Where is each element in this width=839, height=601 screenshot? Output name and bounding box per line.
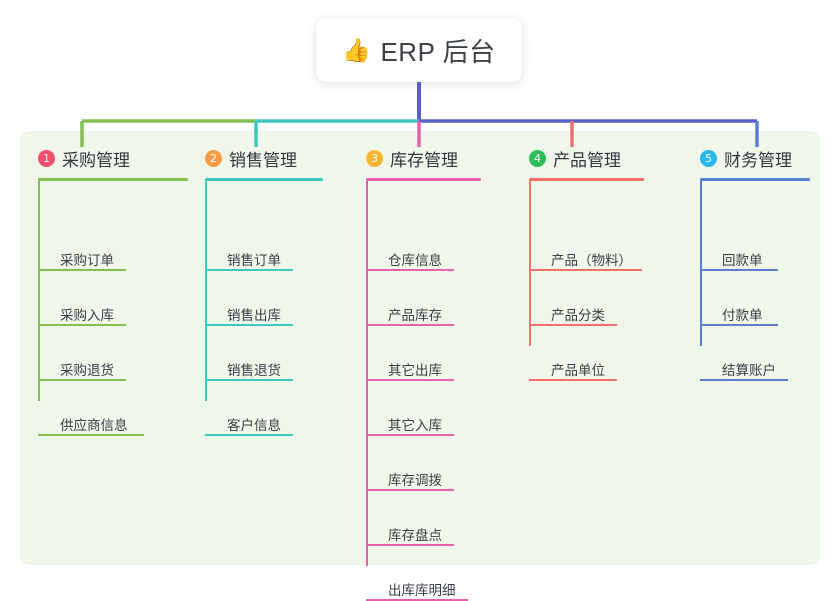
tree-leaf-underline	[700, 269, 778, 271]
tree-leaf-label: 其它出库	[366, 364, 442, 382]
column-underline	[529, 178, 644, 181]
column-underline	[366, 178, 481, 181]
tree-leaf-underline	[205, 269, 293, 271]
tree-leaf-underline	[38, 324, 126, 326]
tree-leaf-underline	[366, 324, 454, 326]
thumbs-up-icon: 👍	[342, 39, 371, 62]
tree-leaf-label: 销售退货	[205, 364, 281, 382]
tree-leaf-item[interactable]: 采购入库	[38, 292, 126, 326]
tree-leaf-item[interactable]: 采购退货	[38, 347, 126, 381]
tree-leaf-underline	[205, 434, 293, 436]
tree-leaf-item[interactable]: 付款单	[700, 292, 778, 326]
tree-leaf-label: 采购入库	[38, 309, 114, 327]
column-header-3[interactable]: 3 库存管理	[366, 146, 481, 170]
tree-leaf-item[interactable]: 供应商信息	[38, 402, 144, 436]
tree-leaf-item[interactable]: 产品单位	[529, 347, 617, 381]
column-underline	[38, 178, 188, 181]
tree-leaf-underline	[700, 379, 788, 381]
column-title: 库存管理	[390, 146, 458, 171]
tree-leaf-underline	[366, 434, 454, 436]
tree-leaf-label: 库存盘点	[366, 529, 442, 547]
tree-leaf-label: 采购订单	[38, 254, 114, 272]
column-title: 销售管理	[229, 146, 297, 171]
tree-leaf-label: 仓库信息	[366, 254, 442, 272]
tree-leaf-underline	[700, 324, 778, 326]
tree-leaf-underline	[205, 324, 293, 326]
tree-leaf-item[interactable]: 客户信息	[205, 402, 293, 436]
tree-leaf-item[interactable]: 回款单	[700, 237, 778, 271]
column-underline	[205, 178, 323, 181]
tree-leaf-underline	[38, 379, 126, 381]
root-node-label: ERP 后台	[380, 32, 495, 69]
tree-leaf-item[interactable]: 仓库信息	[366, 237, 454, 271]
tree-leaf-label: 销售订单	[205, 254, 281, 272]
tree-leaf-item[interactable]: 库存调拨	[366, 457, 454, 491]
tree-leaf-label: 产品（物料）	[529, 254, 632, 272]
tree-leaf-item[interactable]: 产品库存	[366, 292, 454, 326]
column-number-badge: 5	[700, 150, 717, 167]
tree-leaf-item[interactable]: 结算账户	[700, 347, 788, 381]
tree-leaf-item[interactable]: 产品分类	[529, 292, 617, 326]
tree-leaf-label: 回款单	[700, 254, 763, 272]
tree-leaf-underline	[529, 379, 617, 381]
tree-leaf-underline	[366, 379, 454, 381]
tree-leaf-item[interactable]: 销售订单	[205, 237, 293, 271]
column-underline	[700, 178, 810, 181]
column-header-5[interactable]: 5 财务管理	[700, 146, 810, 170]
tree-leaf-item[interactable]: 库存盘点	[366, 512, 454, 546]
tree-leaf-item[interactable]: 采购订单	[38, 237, 126, 271]
tree-leaf-underline	[205, 379, 293, 381]
tree-leaf-label: 采购退货	[38, 364, 114, 382]
tree-leaf-label: 产品分类	[529, 309, 605, 327]
tree-leaf-label: 销售出库	[205, 309, 281, 327]
tree-leaf-underline	[529, 269, 642, 271]
tree-leaf-label: 产品单位	[529, 364, 605, 382]
tree-leaf-label: 客户信息	[205, 419, 281, 437]
tree-leaf-label: 其它入库	[366, 419, 442, 437]
column-header-1[interactable]: 1 采购管理	[38, 146, 188, 170]
column-number-badge: 3	[366, 150, 383, 167]
tree-leaf-label: 出库库明细	[366, 584, 456, 601]
tree-leaf-item[interactable]: 其它入库	[366, 402, 454, 436]
tree-leaf-label: 产品库存	[366, 309, 442, 327]
tree-leaf-underline	[366, 489, 454, 491]
column-header-4[interactable]: 4 产品管理	[529, 146, 644, 170]
tree-leaf-item[interactable]: 产品（物料）	[529, 237, 642, 271]
tree-leaf-underline	[366, 269, 454, 271]
tree-leaf-label: 结算账户	[700, 364, 776, 382]
column-number-badge: 2	[205, 150, 222, 167]
erp-structure-diagram: 👍 ERP 后台 1 采购管理采购订单采购入库采购退货供应商信息 2 销售管理销售订单…	[0, 0, 839, 588]
column-title: 产品管理	[553, 146, 621, 171]
tree-leaf-item[interactable]: 出库库明细	[366, 567, 468, 601]
tree-leaf-underline	[529, 324, 617, 326]
tree-leaf-item[interactable]: 其它出库	[366, 347, 454, 381]
root-node-card[interactable]: 👍 ERP 后台	[316, 18, 522, 82]
tree-leaf-underline	[38, 269, 126, 271]
column-title: 财务管理	[724, 146, 792, 171]
column-header-2[interactable]: 2 销售管理	[205, 146, 323, 170]
tree-leaf-label: 供应商信息	[38, 419, 128, 437]
tree-leaf-underline	[366, 544, 454, 546]
column-number-badge: 1	[38, 150, 55, 167]
column-title: 采购管理	[62, 146, 130, 171]
tree-leaf-label: 付款单	[700, 309, 763, 327]
tree-leaf-label: 库存调拨	[366, 474, 442, 492]
tree-leaf-underline	[38, 434, 144, 436]
tree-leaf-item[interactable]: 销售出库	[205, 292, 293, 326]
root-node-title: 👍 ERP 后台	[342, 32, 495, 69]
column-number-badge: 4	[529, 150, 546, 167]
tree-leaf-item[interactable]: 销售退货	[205, 347, 293, 381]
